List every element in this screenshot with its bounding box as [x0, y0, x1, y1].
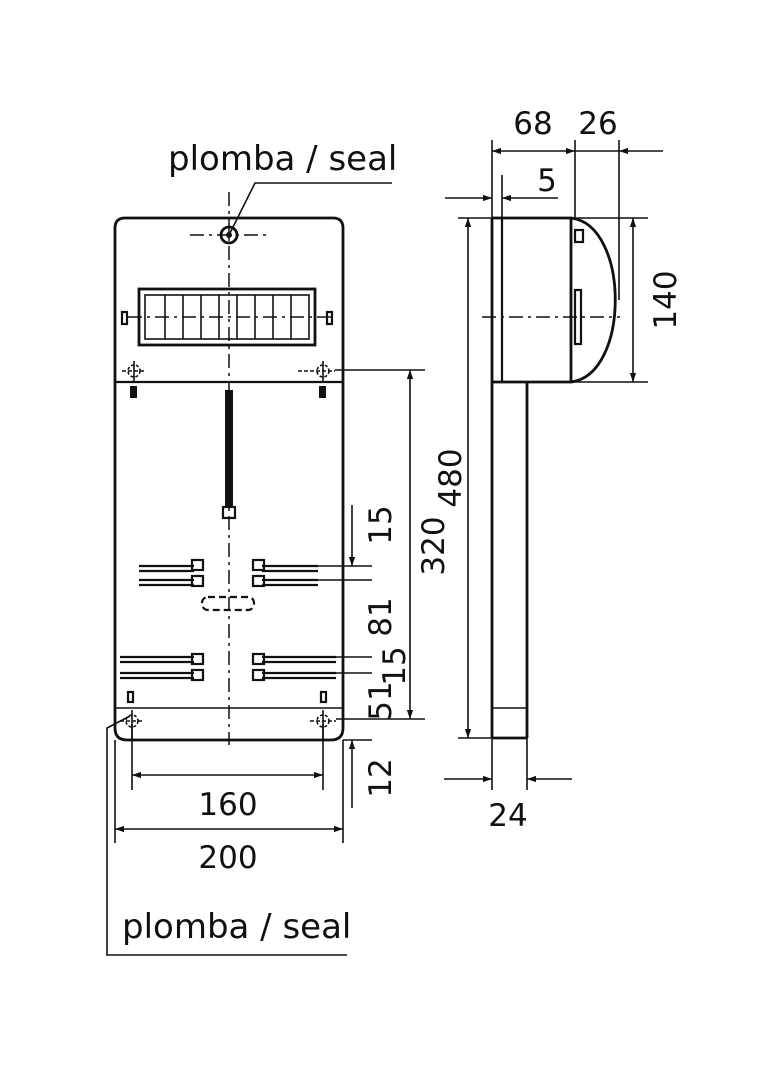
latch-right: [325, 310, 334, 326]
terminal-block-lower-right: [251, 652, 336, 682]
terminal-block-upper-right: [251, 558, 318, 588]
dim-15b-label: 15: [377, 646, 413, 685]
front-enclosure-outline: [113, 216, 345, 742]
seal-hole-icon: [219, 225, 239, 245]
dim-5-label: 5: [537, 163, 557, 199]
terminal-block-lower-left: [120, 652, 205, 682]
seal-callout-top: plomba / seal: [168, 139, 397, 236]
dim-200-label: 200: [198, 840, 257, 876]
side-view: [482, 216, 620, 740]
side-dimensions: 68 26 5 140 480 24: [433, 106, 684, 834]
dim-51-label: 51: [363, 681, 399, 720]
din-rail-end: [221, 505, 237, 520]
dim-81-label: 81: [363, 597, 399, 636]
mount-hole-upper-right-icon: [298, 361, 335, 398]
terminal-block-upper-left: [139, 558, 205, 588]
dim-140-label: 140: [648, 270, 684, 329]
din-rail-slot: [225, 390, 233, 508]
dim-160-label: 160: [198, 787, 257, 823]
dim-12-label: 12: [363, 758, 399, 797]
dim-24-label: 24: [488, 798, 527, 834]
front-dimensions: 320 15 81 15 51 12 160 200: [114, 369, 452, 876]
latch-left: [120, 310, 129, 326]
front-view: [113, 192, 345, 745]
dim-320-label: 320: [416, 516, 452, 575]
seal-top-label: plomba / seal: [168, 139, 397, 179]
seal-callout-bottom: plomba / seal: [106, 715, 351, 956]
seal-bottom-label: plomba / seal: [122, 907, 351, 947]
neutral-link-dashed: [200, 595, 256, 612]
dim-26-label: 26: [578, 106, 617, 142]
latch-lower-right: [319, 690, 328, 704]
dim-68-label: 68: [513, 106, 552, 142]
dim-480-label: 480: [433, 448, 469, 507]
latch-lower-left: [126, 690, 135, 704]
side-cover-dome: [570, 216, 617, 384]
dim-15a-label: 15: [363, 505, 399, 544]
mount-hole-upper-left-icon: [122, 361, 146, 398]
side-upper-box: [502, 216, 573, 384]
